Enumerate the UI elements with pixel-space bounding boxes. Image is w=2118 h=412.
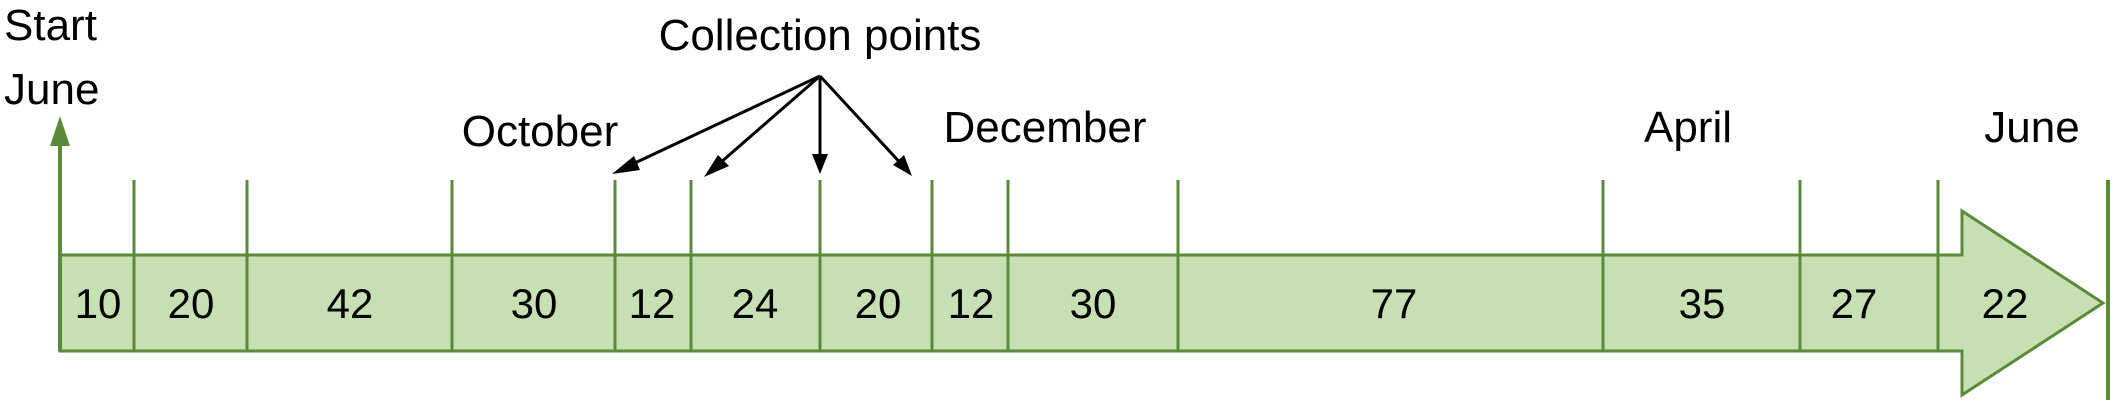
segment-7-label: 12	[948, 280, 995, 327]
segment-ticks	[132, 180, 1940, 351]
timeline-band	[58, 208, 2106, 398]
collection-arrow-2-head-icon	[704, 155, 729, 177]
segment-9-label: 77	[1371, 280, 1418, 327]
collection-arrow-2	[711, 74, 821, 172]
collection-arrow-3-head-icon	[812, 154, 828, 174]
collection-arrow-4-head-icon	[893, 155, 912, 176]
start-arrow-head-icon	[50, 116, 70, 146]
segment-1-label: 20	[168, 280, 215, 327]
segment-12-label: 22	[1982, 280, 2029, 327]
segment-0-label: 10	[75, 280, 122, 327]
segment-4-label: 12	[629, 280, 676, 327]
month-december-label: December	[944, 103, 1147, 152]
segment-8-label: 30	[1070, 280, 1117, 327]
collection-arrow-4	[818, 74, 907, 170]
month-april-label: April	[1644, 103, 1732, 152]
collection-points-label: Collection points	[659, 11, 982, 60]
start-label: Start	[4, 1, 97, 50]
segment-11-label: 27	[1831, 280, 1878, 327]
segment-3-label: 30	[511, 280, 558, 327]
segment-10-label: 35	[1679, 280, 1726, 327]
segment-labels: 10 20 42 30 12 24 20 12 30 77 35 27 22	[75, 280, 2029, 327]
collection-point-arrows	[612, 74, 912, 177]
segment-2-label: 42	[327, 280, 374, 327]
collection-arrow-1-head-icon	[612, 156, 640, 174]
month-june-end-label: June	[1984, 103, 2079, 152]
start-month-label: June	[4, 65, 99, 114]
segment-5-label: 24	[732, 280, 779, 327]
segment-6-label: 20	[855, 280, 902, 327]
month-october-label: October	[462, 107, 619, 156]
collection-arrow-1	[619, 74, 821, 172]
